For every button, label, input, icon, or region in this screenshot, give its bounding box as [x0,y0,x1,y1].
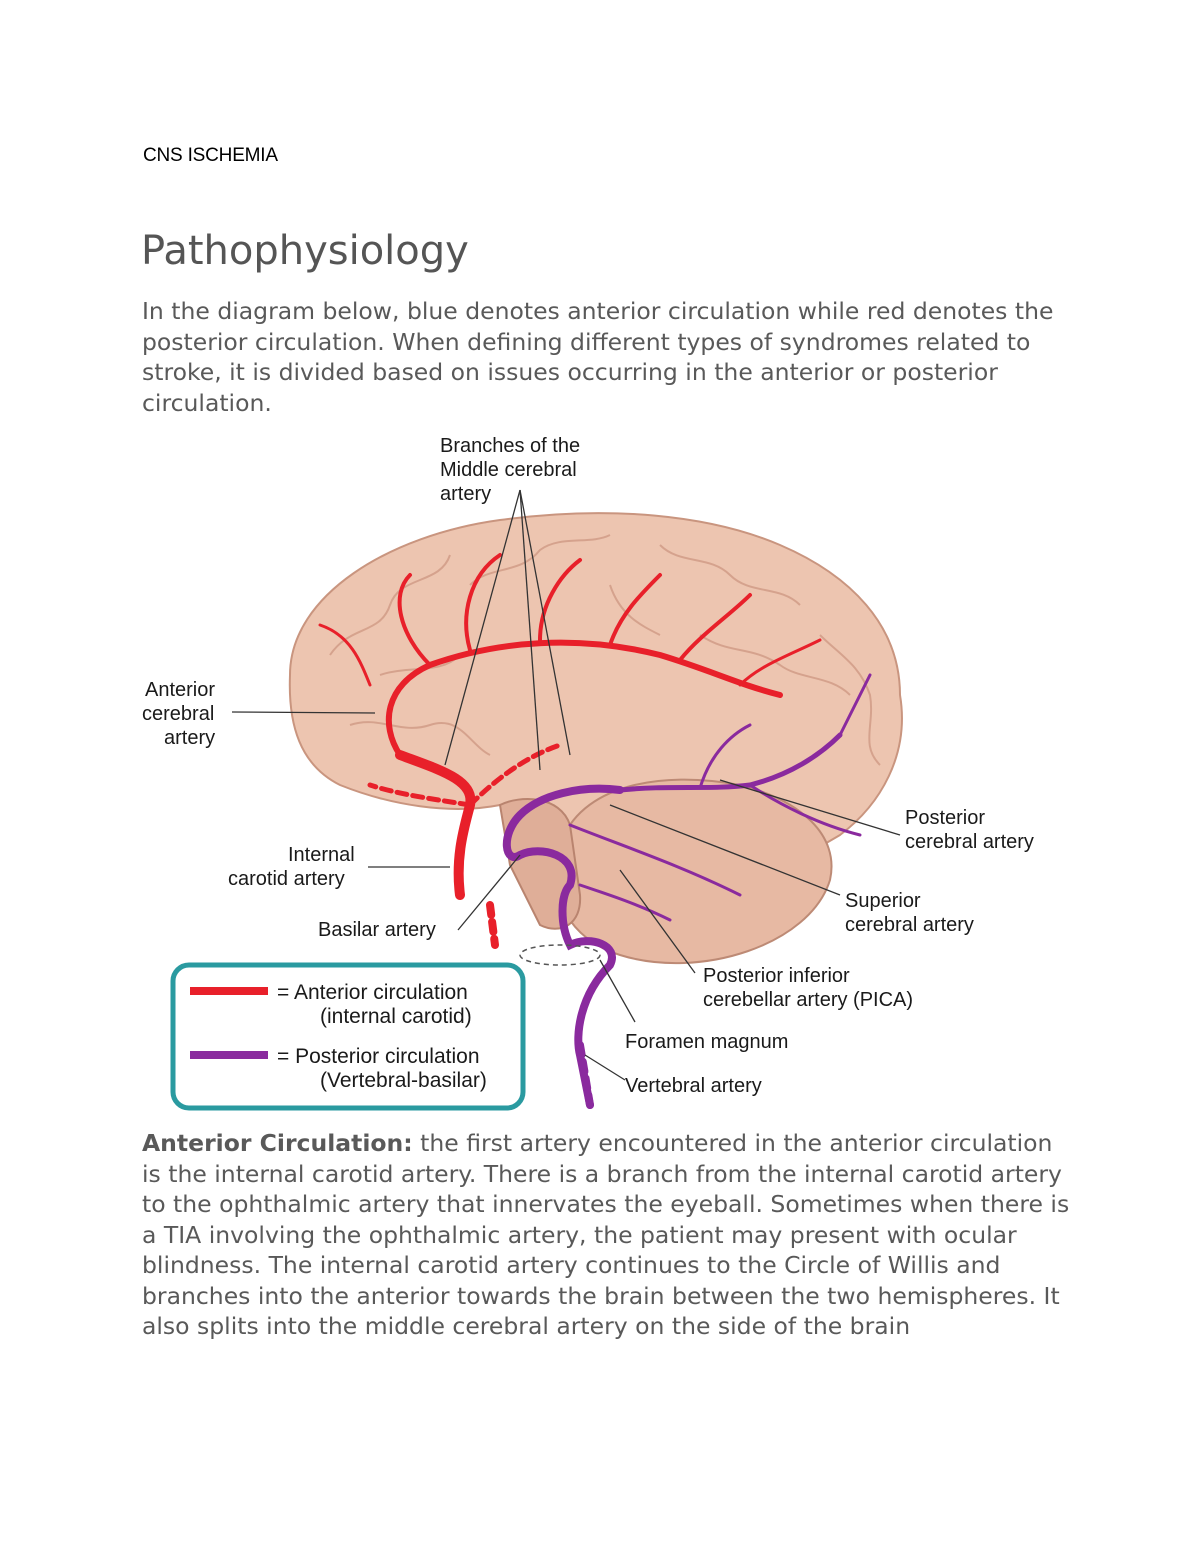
label-leader-lines [231,489,901,1081]
legend-box [170,962,526,1111]
pica-label-line1: Posterior inferior [703,965,850,987]
legend-anterior-label: = Anterior circulation [277,981,468,1004]
intro-paragraph: In the diagram below, blue denotes anter… [142,297,1054,417]
section-body: the first artery encountered in the ante… [142,1129,1070,1340]
legend-posterior-label: = Posterior circulation [277,1045,480,1068]
legend-posterior-sublabel: (Vertebral-basilar) [320,1069,487,1092]
ica-label-line2: carotid artery [228,868,345,890]
aca-label-line1: Anterior [145,679,215,701]
sca-label-line1: Superior [845,890,921,912]
aca-label-line2: cerebral [142,703,214,725]
mca-label-line1: Branches of the [440,435,580,457]
vertebral-label: Vertebral artery [625,1075,762,1097]
mca-label-line2: Middle cerebral [440,459,577,481]
sca-label-line2: cerebral artery [845,914,974,936]
posterior-circulation-arteries [502,673,872,1109]
circulation-legend: = Anterior circulation (internal carotid… [170,962,526,1111]
pca-label-line1: Posterior [905,807,985,829]
mca-label-line3: artery [440,483,491,505]
anterior-circulation-arteries [318,553,822,949]
foramen-magnum-outline [519,944,601,966]
pca-label-line2: cerebral artery [905,831,1034,853]
pica-label-line2: cerebellar artery (PICA) [703,989,913,1011]
document-header: CNS ISCHEMIA [143,145,278,166]
foramen-label: Foramen magnum [625,1031,788,1053]
page-title: Pathophysiology [141,228,469,274]
anterior-circulation-paragraph: Anterior Circulation: the first artery e… [142,1128,1072,1342]
basilar-label: Basilar artery [318,919,436,941]
legend-anterior-sublabel: (internal carotid) [320,1005,472,1028]
aca-label-line3: artery [164,727,215,749]
brain-circulation-diagram: Branches of the Middle cerebral artery A… [142,435,1034,1111]
ica-label-line1: Internal [288,844,355,866]
section-title: Anterior Circulation: [142,1129,413,1157]
